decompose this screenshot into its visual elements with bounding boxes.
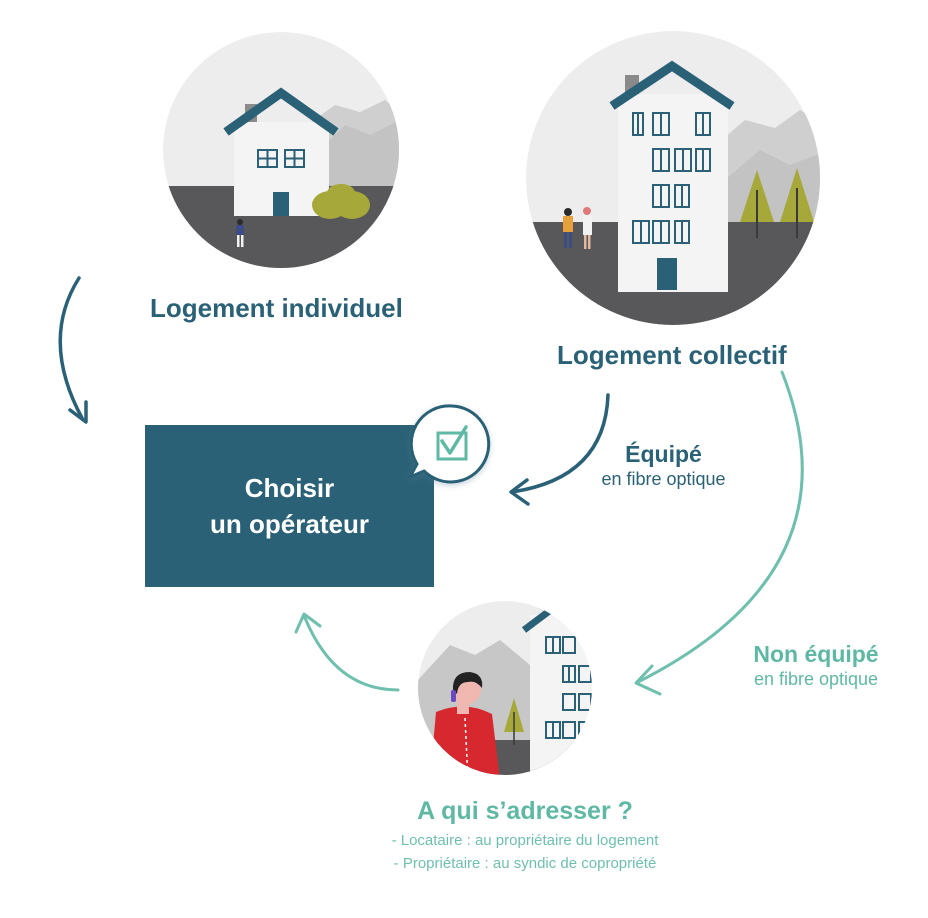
arrow-individuel-to-operateur xyxy=(58,276,88,424)
equipe-sublabel: en fibre optique xyxy=(601,469,726,489)
node-choisir-operateur-text: Choisir un opérateur xyxy=(210,470,369,542)
edge-label-non-equipe: Non équipé en fibre optique xyxy=(736,640,896,690)
illustration-a-qui-s-adresser xyxy=(418,601,592,775)
operateur-line-1: Choisir xyxy=(244,473,335,503)
operateur-line-2: un opérateur xyxy=(210,509,369,539)
illustration-logement-collectif xyxy=(526,31,820,325)
node-a-qui-s-adresser: A qui s’adresser ? - Locataire : au prop… xyxy=(340,795,710,875)
label-logement-collectif: Logement collectif xyxy=(557,340,787,370)
non-equipe-label: Non équipé xyxy=(753,641,879,667)
illustration-logement-individuel xyxy=(163,32,399,268)
adresser-item: - Locataire : au propriétaire du logemen… xyxy=(391,832,659,849)
checkbox-check-icon xyxy=(406,404,491,484)
edge-label-equipe: Équipé en fibre optique xyxy=(586,440,741,490)
equipe-label: Équipé xyxy=(625,441,702,467)
label-logement-individuel: Logement individuel xyxy=(150,293,403,323)
arrow-equipe xyxy=(509,393,610,506)
arrow-adresser-to-operateur xyxy=(294,612,400,692)
adresser-title: A qui s’adresser ? xyxy=(417,797,633,825)
non-equipe-sublabel: en fibre optique xyxy=(753,669,879,689)
node-choisir-operateur: Choisir un opérateur xyxy=(145,425,434,587)
adresser-item: - Propriétaire : au syndic de copropriét… xyxy=(393,855,657,872)
arrow-non-equipe xyxy=(634,370,804,696)
